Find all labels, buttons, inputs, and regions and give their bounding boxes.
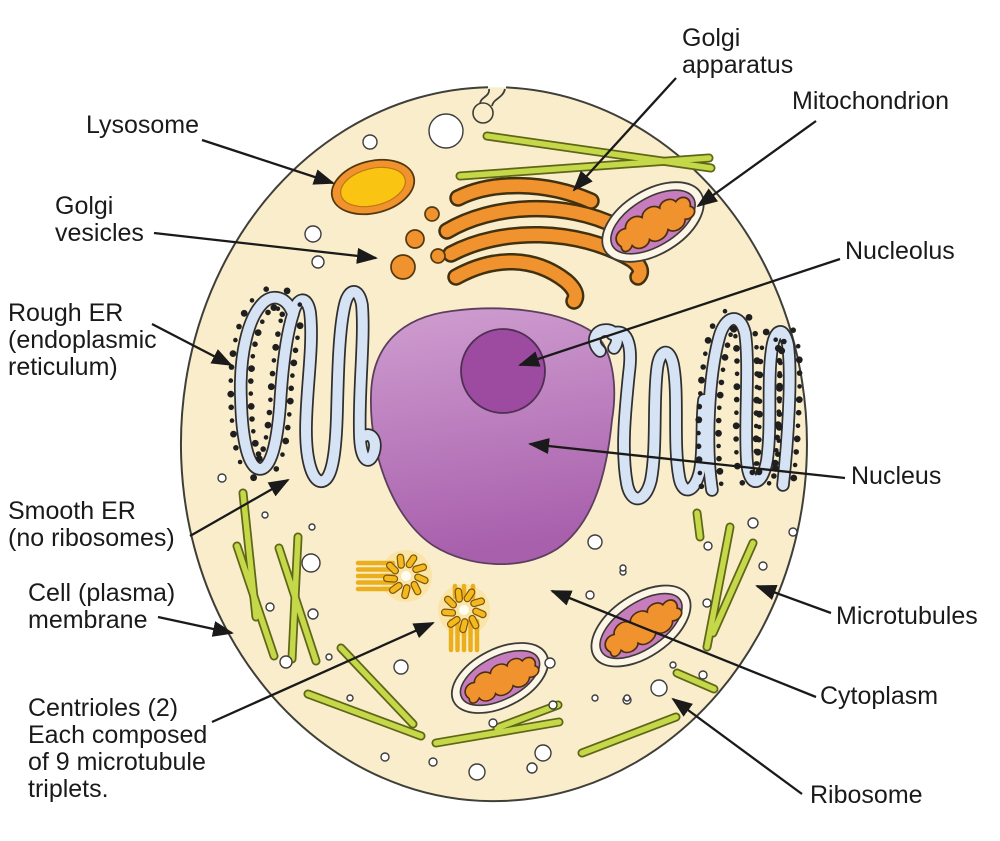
label-microtubules: Microtubules <box>836 602 978 630</box>
centrioles-shape <box>355 550 490 653</box>
label-ribosome: Ribosome <box>810 781 923 809</box>
label-centrioles: Centrioles (2) Each composed of 9 microt… <box>28 694 208 803</box>
label-mitochondrion: Mitochondrion <box>792 87 950 115</box>
arrow-centrioles <box>211 621 435 724</box>
label-lysosome: Lysosome <box>86 111 200 139</box>
label-rough-er: Rough ER (endoplasmic reticulum) <box>8 299 157 381</box>
label-smooth-er: Smooth ER (no ribosomes) <box>8 497 175 552</box>
arrow-nucleolus <box>518 257 841 367</box>
arrow-golgi-apparatus <box>572 77 677 192</box>
label-nucleus: Nucleus <box>851 462 942 490</box>
arrow-mitochondrion <box>696 120 817 208</box>
vesicles-group <box>217 113 798 781</box>
label-arrows <box>151 77 846 795</box>
label-cell-membrane: Cell (plasma) membrane <box>28 579 176 634</box>
golgi-vesicles-shape <box>390 206 446 280</box>
label-nucleolus: Nucleolus <box>845 237 955 265</box>
arrow-rough-er <box>151 322 233 367</box>
microtubules-group <box>232 131 758 758</box>
lysosome-shape <box>330 158 416 216</box>
arrow-ribosome <box>671 697 803 795</box>
label-golgi-apparatus: Golgi apparatus <box>682 24 794 79</box>
label-golgi-vesicles: Golgi vesicles <box>55 192 144 247</box>
arrow-cytoplasm <box>550 589 817 699</box>
nucleus-shape <box>370 307 616 565</box>
rough-er-ribosome-dots <box>227 286 803 490</box>
arrow-smooth-er <box>189 479 290 537</box>
arrow-cell-membrane <box>157 615 234 637</box>
nucleolus-shape <box>460 328 546 414</box>
arrow-nucleus <box>528 438 846 480</box>
label-cytoplasm: Cytoplasm <box>820 682 939 710</box>
endocytic-vesicle <box>472 102 494 124</box>
mitochondrion-shape <box>450 642 550 714</box>
arrow-lysosome <box>201 138 335 185</box>
arrow-microtubules <box>755 584 832 615</box>
arrow-golgi-vesicles <box>153 231 378 264</box>
mitochondrion-shape <box>601 181 705 263</box>
